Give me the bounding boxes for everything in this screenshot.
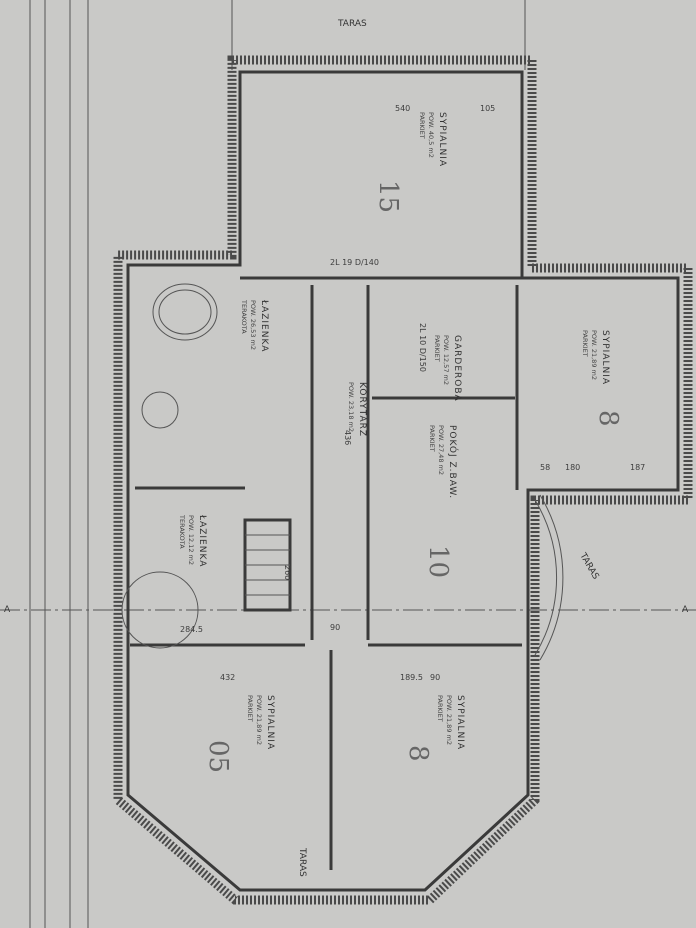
dimension-label: 90 [330, 623, 340, 632]
room-name: SYPIALNIA [265, 695, 275, 750]
dimension-label: 436 [343, 430, 352, 445]
room-name: SYPIALNIA [437, 112, 447, 167]
room-area: POW. 12,12 m2 [187, 515, 195, 565]
terrace-bottom-label: TARAS [297, 847, 307, 877]
handwritten-room-number: 10 [423, 545, 453, 578]
room-name: SYPIALNIA [600, 330, 610, 385]
dimension-label: 2L 10 D/150 [418, 323, 427, 372]
section-marker-left: A [4, 605, 11, 615]
room-name: POKÓJ Z.BAW. [447, 425, 459, 499]
room-area: POW. 27,48 m2 [437, 425, 445, 475]
room-area: POW. 40,5 m2 [427, 112, 435, 158]
handwritten-room-number: 8 [593, 410, 623, 427]
dimension-label: 189.5 [400, 673, 423, 682]
room-floor: PARKIET [433, 335, 441, 362]
room-floor: PARKIET [418, 112, 426, 139]
room-floor: TERAKOTA [178, 514, 186, 549]
dimension-labels: 540 105 432 90 189.5 90 284.5 260 436 58 180 187 2L … [180, 104, 645, 682]
handwritten-room-number: 05 [203, 740, 233, 773]
bathtub-icon [152, 283, 218, 341]
room-name: ŁAZIENKA [259, 299, 269, 352]
dimension-label: 90 [430, 673, 440, 682]
room-area: POW. 12,57 m2 [442, 335, 450, 385]
dimension-label: 260 [283, 565, 292, 580]
interior-walls [130, 276, 522, 870]
sink-icon [141, 391, 179, 429]
dimension-label: 105 [480, 104, 495, 113]
dimension-label: 187 [630, 463, 645, 472]
shower-icon [121, 571, 199, 649]
room-area: POW. 26,53 m2 [249, 300, 257, 350]
room-area: POW. 21,89 m2 [590, 330, 598, 380]
handwritten-room-number: 15 [373, 180, 403, 213]
room-area: POW. 21,89 m2 [445, 695, 453, 745]
room-floor: PARKIET [428, 425, 436, 452]
room-name: GARDEROBA [452, 335, 462, 402]
terrace-right-label: TARAS [577, 551, 601, 582]
room-name: KORYTARZ [357, 382, 367, 437]
terrace-top-label: TARAS [337, 19, 367, 29]
room-floor: PARKIET [246, 695, 254, 722]
outer-wall [113, 55, 693, 905]
dimension-label: 2L 19 D/140 [330, 258, 379, 267]
handwritten-room-number: 8 [403, 745, 433, 762]
room-floor: PARKIET [581, 330, 589, 357]
terrace-curve-outer [539, 494, 564, 661]
dimension-label: 58 [540, 463, 550, 472]
room-floor: PARKIET [436, 695, 444, 722]
dimension-label: 180 [565, 463, 580, 472]
dimension-label: 432 [220, 673, 235, 682]
room-area: POW. 23,18 m2 [347, 382, 355, 432]
room-area: POW. 21,89 m2 [255, 695, 263, 745]
dimension-label: 284.5 [180, 625, 203, 634]
dimension-label: 540 [395, 104, 410, 113]
terrace-curve [534, 499, 558, 656]
room-name: SYPIALNIA [455, 695, 465, 750]
room-name: ŁAZIENKA [197, 514, 207, 567]
section-marker-right: A [682, 605, 689, 615]
room-floor: TERAKOTA [240, 299, 248, 334]
bathtub-icon [158, 289, 212, 335]
